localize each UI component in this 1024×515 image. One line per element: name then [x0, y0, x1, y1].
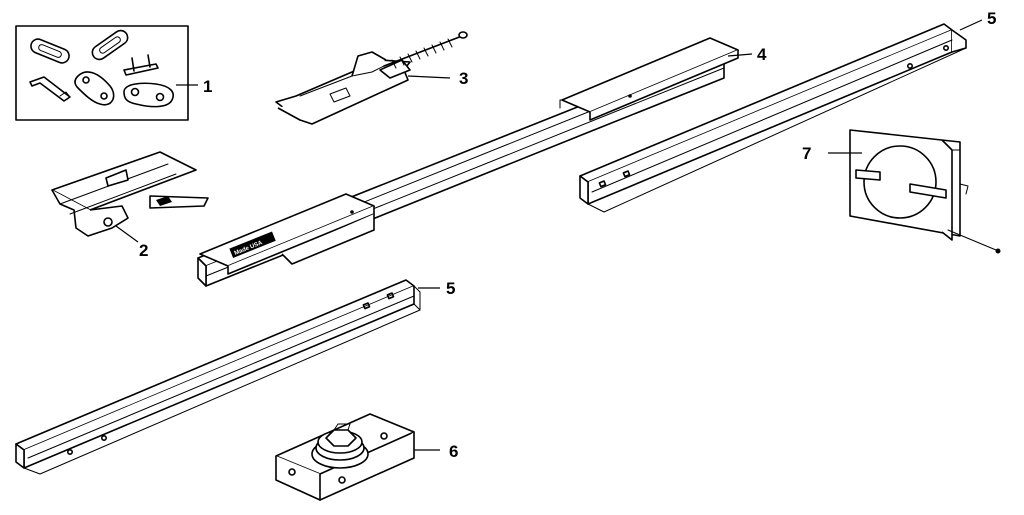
part-4-center-rail: Made USA — [197, 37, 753, 287]
callout-5a-leader — [959, 19, 983, 31]
callout-2: 2 — [139, 241, 148, 260]
part-1-hardware-kit — [15, 25, 198, 121]
callout-3-leader — [407, 75, 451, 79]
callout-4-leader — [727, 53, 753, 57]
master-link-a — [30, 38, 70, 64]
callout-5b: 5 — [446, 279, 455, 298]
callout-6: 6 — [449, 442, 458, 461]
master-link-b — [91, 29, 129, 61]
hardware-kit-frame — [15, 25, 189, 121]
callout-4: 4 — [757, 45, 767, 64]
clevis-pin-a — [29, 76, 71, 102]
callout-2-leader — [115, 225, 139, 243]
part-6-bracket — [275, 413, 440, 501]
callout-7: 7 — [802, 144, 811, 163]
part-3-outer-trolley — [275, 31, 468, 125]
link-plate-a — [74, 71, 115, 106]
clevis-pin-b — [123, 54, 159, 76]
callout-3: 3 — [459, 69, 468, 88]
callout-1: 1 — [203, 77, 212, 96]
threaded-rod — [391, 38, 453, 69]
part-5-upper-rail — [579, 19, 983, 213]
callout-5a: 5 — [987, 9, 996, 28]
part-7-cover-plate — [828, 129, 1001, 254]
part-5-lower-rail — [15, 279, 440, 475]
part-2-trolley — [51, 151, 209, 243]
link-plate-b — [123, 82, 174, 108]
